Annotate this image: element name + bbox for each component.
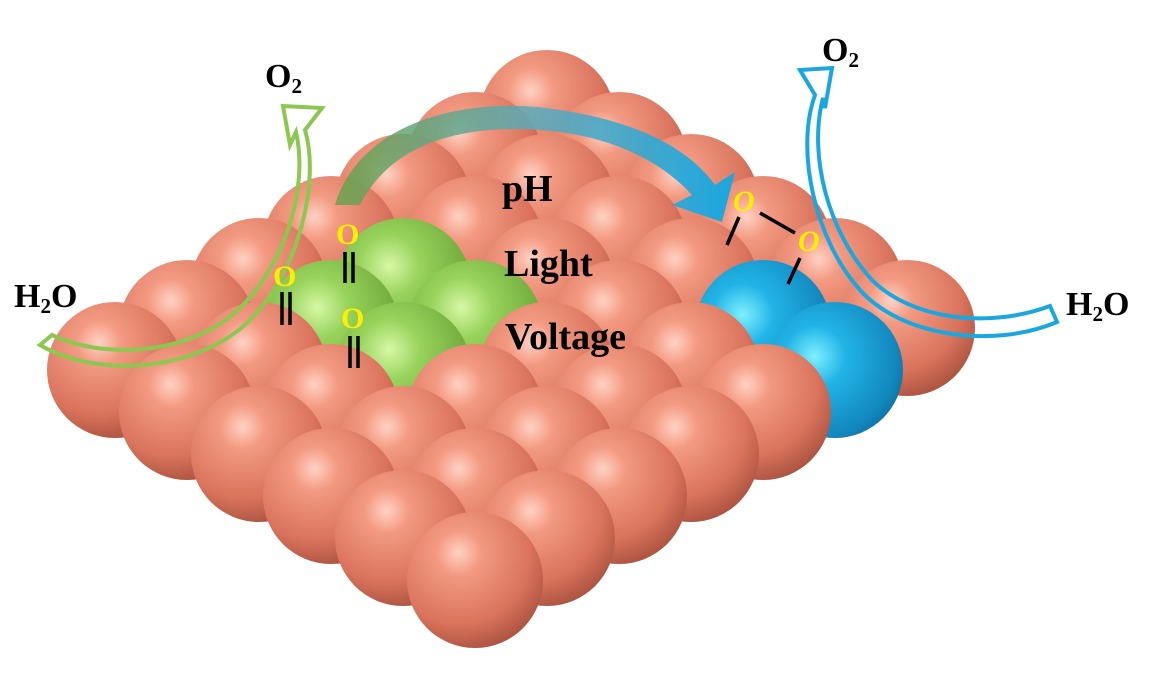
right-reactant-label: H2O <box>1066 286 1130 326</box>
oxygen-atom-label: O <box>336 218 360 251</box>
single-bond-group <box>725 211 802 285</box>
condition-voltage: Voltage <box>505 316 627 358</box>
oxygen-atom-label: O <box>341 302 365 335</box>
green-cycle-arrow <box>36 103 326 368</box>
right-product-label: O2 <box>822 32 859 72</box>
blue-cycle-arrow <box>796 65 1060 339</box>
left-reactant-label: H2O <box>14 278 78 318</box>
condition-light: Light <box>504 243 593 285</box>
condition-ph: pH <box>502 168 553 210</box>
site-transition-arrow <box>335 105 735 222</box>
oxygen-atom-label: O <box>798 225 820 258</box>
double-bond-group <box>280 252 360 368</box>
oxygen-atom-label: O <box>273 260 297 293</box>
lattice-atom <box>407 512 543 648</box>
left-product-label: O2 <box>265 58 302 98</box>
oxygen-atom-label: O <box>733 185 755 218</box>
